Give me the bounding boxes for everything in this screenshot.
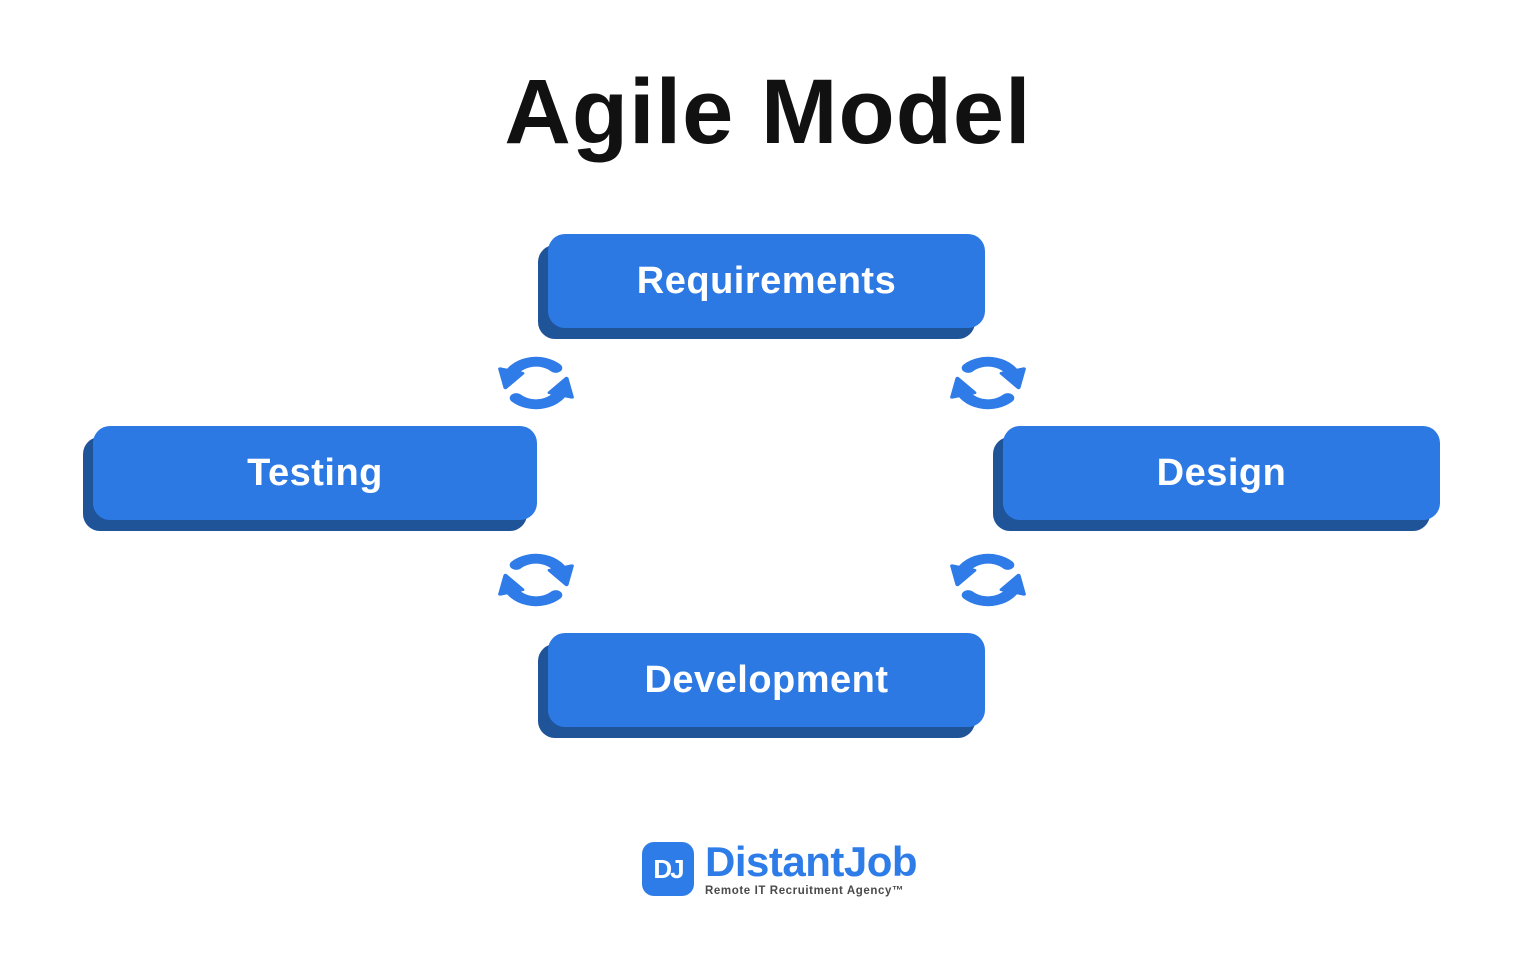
cycle-arrows-icon bbox=[938, 345, 1038, 421]
stage-face: Requirements bbox=[548, 234, 985, 328]
stage-face: Development bbox=[548, 633, 985, 727]
cycle-arrows-icon bbox=[486, 542, 586, 618]
stage-face: Testing bbox=[93, 426, 537, 520]
cycle-arrows-icon bbox=[938, 542, 1038, 618]
stage-label-testing: Testing bbox=[247, 451, 383, 494]
stage-development: Development bbox=[538, 633, 985, 738]
page-title: Agile Model bbox=[504, 61, 1032, 163]
stage-label-development: Development bbox=[644, 658, 889, 701]
stage-requirements: Requirements bbox=[538, 234, 985, 339]
logo-name: DistantJob bbox=[705, 838, 918, 885]
stage-face: Design bbox=[1003, 426, 1440, 520]
logo-text: DistantJob Remote IT Recruitment Agency™ bbox=[705, 838, 918, 898]
stage-testing: Testing bbox=[83, 426, 537, 531]
stage-design: Design bbox=[993, 426, 1440, 531]
stage-label-design: Design bbox=[1156, 451, 1287, 494]
stage-label-requirements: Requirements bbox=[636, 259, 897, 302]
distantjob-logo: DJ DistantJob Remote IT Recruitment Agen… bbox=[642, 838, 918, 898]
cycle-arrows-icon bbox=[486, 345, 586, 421]
distantjob-logo-icon: DJ bbox=[642, 842, 694, 896]
logo-tagline: Remote IT Recruitment Agency™ bbox=[705, 885, 905, 897]
logo-monogram: DJ bbox=[653, 853, 684, 884]
